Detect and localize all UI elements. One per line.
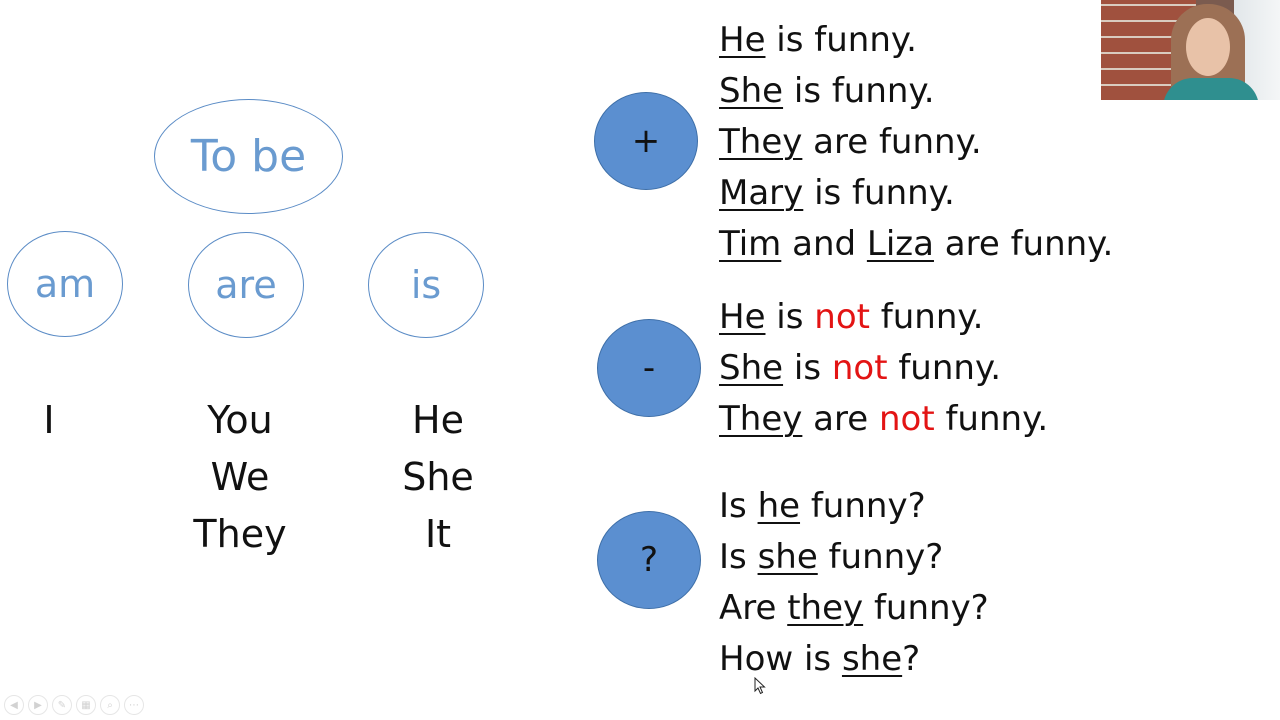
pronouns-are: You We They <box>175 392 305 563</box>
to-be-label: To be <box>190 131 307 182</box>
question-word: How is <box>719 639 842 679</box>
predicate: are funny. <box>933 224 1114 264</box>
pronoun: It <box>424 512 452 556</box>
subject: They <box>719 122 803 162</box>
presenter-shirt <box>1163 78 1259 100</box>
subject: Mary <box>719 173 804 213</box>
to-be-oval: To be <box>154 99 343 214</box>
mouse-cursor-icon <box>754 677 766 695</box>
negation: not <box>814 297 870 337</box>
predicate: funny? <box>800 486 926 526</box>
sentence: How is she? <box>719 634 989 685</box>
plus-sign: + <box>631 121 661 161</box>
conjunction: and <box>781 224 867 264</box>
next-icon[interactable]: ▶ <box>28 695 48 715</box>
sentence: Are they funny? <box>719 583 989 634</box>
are-oval: are <box>188 232 304 338</box>
sentence: Is she funny? <box>719 532 989 583</box>
am-label: am <box>34 262 96 306</box>
predicate: funny. <box>934 399 1049 439</box>
predicate: are funny. <box>802 122 982 162</box>
sentence: Tim and Liza are funny. <box>719 219 1113 270</box>
negative-circle: - <box>597 319 701 417</box>
sentence: They are funny. <box>719 117 1113 168</box>
question-circle: ? <box>597 511 701 609</box>
slides-icon[interactable]: ▦ <box>76 695 96 715</box>
predicate: funny. <box>887 348 1002 388</box>
predicate: funny. <box>869 297 984 337</box>
predicate: funny? <box>863 588 989 628</box>
subject: She <box>719 348 784 388</box>
pronoun: We <box>210 455 270 499</box>
presenter-face <box>1186 18 1230 76</box>
question-word: Are <box>719 588 788 628</box>
subject: they <box>787 588 864 628</box>
predicate: is funny. <box>765 20 917 60</box>
minus-sign: - <box>642 348 656 388</box>
subject: Tim <box>719 224 782 264</box>
pronoun: They <box>193 512 287 556</box>
sentence: Mary is funny. <box>719 168 1113 219</box>
pronoun: You <box>207 398 273 442</box>
sentence: He is not funny. <box>719 292 1048 343</box>
negative-sentences: He is not funny. She is not funny. They … <box>719 292 1048 445</box>
more-icon[interactable]: ⋯ <box>124 695 144 715</box>
negation: not <box>878 399 935 439</box>
pen-icon[interactable]: ✎ <box>52 695 72 715</box>
subject: He <box>719 297 766 337</box>
predicate: is funny. <box>783 71 935 111</box>
is-oval: is <box>368 232 484 338</box>
sentence: He is funny. <box>719 15 1113 66</box>
predicate: funny? <box>817 537 944 577</box>
pronoun: He <box>412 398 464 442</box>
subject: They <box>719 399 803 439</box>
webcam-overlay <box>1101 0 1280 100</box>
am-oval: am <box>7 231 123 337</box>
pronouns-am: I <box>0 392 98 449</box>
zoom-icon[interactable]: ⌕ <box>100 695 120 715</box>
sentence: They are not funny. <box>719 394 1048 445</box>
subject: Liza <box>866 224 934 264</box>
question-sentences: Is he funny? Is she funny? Are they funn… <box>719 481 989 685</box>
negation: not <box>831 348 888 388</box>
sentence: She is not funny. <box>719 343 1048 394</box>
slideshow-toolbar: ◀ ▶ ✎ ▦ ⌕ ⋯ <box>4 695 144 715</box>
predicate: ? <box>902 639 921 679</box>
prev-icon[interactable]: ◀ <box>4 695 24 715</box>
verb: is <box>765 297 815 337</box>
question-word: Is <box>719 537 758 577</box>
is-label: is <box>410 263 442 307</box>
pronouns-is: He She It <box>380 392 496 563</box>
subject: He <box>719 20 766 60</box>
predicate: is funny. <box>803 173 955 213</box>
subject: she <box>757 537 818 577</box>
sentence: She is funny. <box>719 66 1113 117</box>
sentence: Is he funny? <box>719 481 989 532</box>
affirmative-sentences: He is funny. She is funny. They are funn… <box>719 15 1113 270</box>
question-word: Is <box>719 486 758 526</box>
pronoun: She <box>402 455 474 499</box>
pronoun: I <box>43 398 55 442</box>
subject: she <box>841 639 903 679</box>
affirmative-circle: + <box>594 92 698 190</box>
verb: are <box>802 399 879 439</box>
verb: is <box>783 348 832 388</box>
subject: he <box>757 486 801 526</box>
are-label: are <box>215 263 277 307</box>
question-sign: ? <box>639 540 659 580</box>
subject: She <box>719 71 784 111</box>
